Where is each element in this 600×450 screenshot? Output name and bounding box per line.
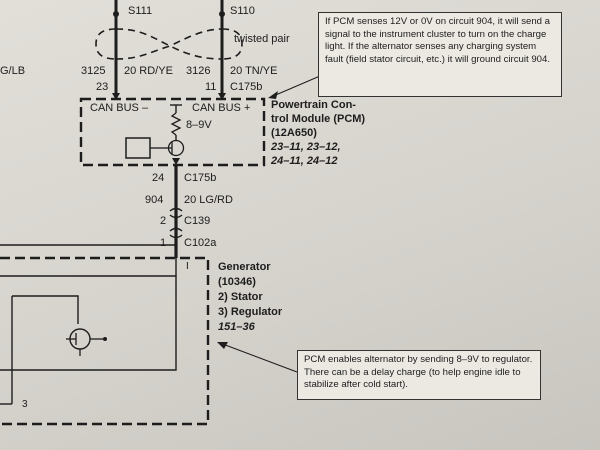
pcm-refs-line1: 23–11, 23–12, — [271, 141, 341, 153]
can-plus-wire-color: 20 TN/YE — [230, 65, 278, 77]
generator-left-pin-3: 3 — [22, 399, 28, 410]
bottom-note-pointer — [219, 342, 298, 373]
can-plus-pin: 11 — [205, 81, 217, 93]
generator-item-regulator: 3) Regulator — [218, 306, 283, 318]
generator-dashed-box — [0, 256, 210, 426]
can-minus-wire-color: 20 RD/YE — [124, 65, 173, 77]
twisted-pair-symbol — [95, 28, 243, 60]
splice-s111-label: S111 — [128, 5, 153, 17]
splice-s110-dot — [219, 11, 225, 17]
left-edge-wire-label: G/LB — [0, 65, 26, 77]
generator-pin-i: I — [186, 261, 189, 272]
twisted-pair-label: twisted pair — [234, 33, 290, 45]
c102a-pin: 1 — [160, 237, 167, 249]
pcm-dashed-box — [79, 97, 266, 167]
pcm-connector-top: C175b — [230, 81, 263, 93]
c102a-connector: C102a — [184, 237, 217, 249]
pcm-can-plus-label: CAN BUS + — [192, 102, 251, 114]
c139-pin: 2 — [160, 215, 167, 227]
top-annotation-note: If PCM senses 12V or 0V on circuit 904, … — [318, 12, 562, 97]
charge-connector-c175b: C175b — [184, 172, 217, 184]
generator-ref: 151–36 — [218, 321, 255, 333]
control-block — [125, 137, 151, 159]
pcm-name-line2: trol Module (PCM) — [271, 113, 366, 125]
circuit-904-wire-color: 20 LG/RD — [184, 194, 233, 206]
generator-part-number: (10346) — [218, 276, 256, 288]
pcm-voltage-label: 8–9V — [186, 119, 212, 131]
generator-title: Generator — [218, 261, 271, 273]
can-minus-pin: 23 — [96, 81, 109, 93]
generator-item-stator: 2) Stator — [218, 291, 263, 303]
circuit-904-number: 904 — [145, 194, 164, 206]
charge-pin-24: 24 — [152, 172, 165, 184]
pcm-name-line1: Powertrain Con- — [271, 99, 356, 111]
c139-connector: C139 — [184, 215, 211, 227]
splice-s111-dot — [113, 11, 119, 17]
pcm-refs-line2: 24–11, 24–12 — [271, 155, 338, 167]
can-plus-circuit: 3126 — [186, 65, 211, 77]
pcm-part-number: (12A650) — [271, 127, 317, 139]
top-note-pointer — [270, 75, 321, 98]
pcm-can-minus-label: CAN BUS – — [90, 102, 149, 114]
can-minus-circuit: 3125 — [81, 65, 106, 77]
resistor-symbol — [170, 112, 182, 136]
bottom-annotation-note: PCM enables alternator by sending 8–9V t… — [297, 350, 541, 400]
splice-s110-label: S110 — [230, 5, 255, 17]
